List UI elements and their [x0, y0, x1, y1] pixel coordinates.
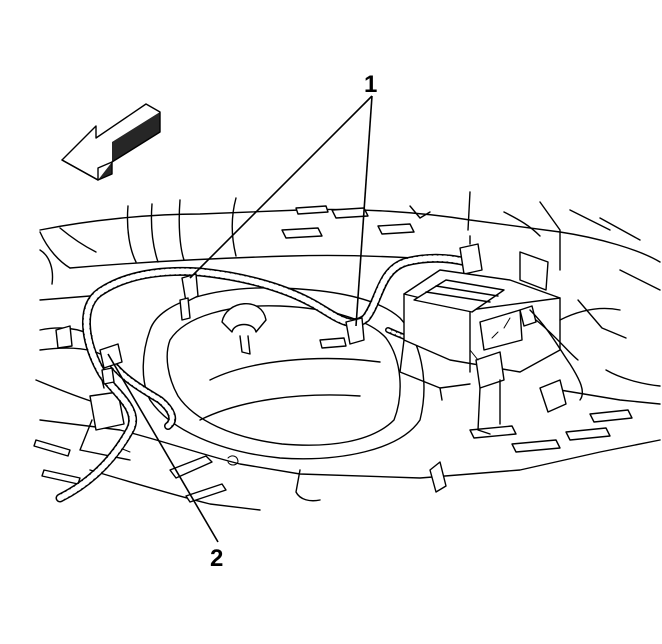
- trunk-floor-pan: [33, 191, 661, 511]
- harness-retainer-clip: [345, 317, 365, 345]
- harness-retainer-clip: [99, 343, 123, 369]
- callout-2-label: 2: [210, 545, 223, 572]
- forward-direction-arrow-icon: [61, 103, 161, 181]
- callout-1: 1: [189, 71, 377, 327]
- harness-retainer-clip: [181, 273, 199, 303]
- callout-1-label: 1: [364, 71, 377, 98]
- callout-2: 2: [107, 353, 223, 572]
- battery: [399, 269, 621, 435]
